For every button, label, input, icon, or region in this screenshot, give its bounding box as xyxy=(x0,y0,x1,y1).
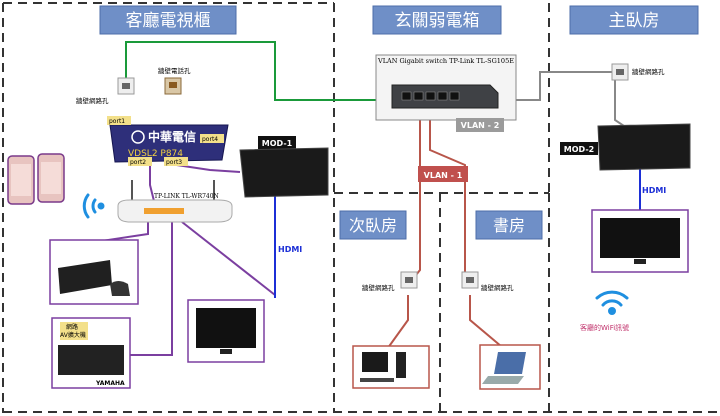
port4-label: port4 xyxy=(202,136,218,143)
zone-title-entrance: 玄關弱電箱 xyxy=(395,11,480,31)
mod2-device xyxy=(597,123,691,171)
wall-outlet-label-study: 牆壁網路孔 xyxy=(481,283,514,292)
mod1-label: MOD-1 xyxy=(262,139,293,148)
vlan2-label: VLAN - 2 xyxy=(461,121,500,130)
port4-tag xyxy=(200,134,224,143)
switch-model-label: VLAN Gigabit switch TP-Link TL-SG105E xyxy=(377,57,514,65)
laptop-device xyxy=(479,344,541,390)
yamaha-label: YAMAHA xyxy=(95,380,125,387)
wifi-icon xyxy=(82,193,105,219)
port2-label: port2 xyxy=(130,159,146,166)
wall-outlet-icon xyxy=(461,271,479,289)
game-console-device xyxy=(49,239,139,305)
wall-outlet-icon xyxy=(117,77,135,95)
desktop-computer-device xyxy=(352,345,430,389)
mod1-device xyxy=(239,147,329,198)
router-device xyxy=(117,180,233,223)
zone-title-bg-entrance xyxy=(372,5,502,35)
port1-label: port1 xyxy=(109,118,125,125)
port3-label: port3 xyxy=(166,159,182,166)
purple-link-ps3 xyxy=(94,222,149,243)
modem-brand: 中華電信 xyxy=(148,129,196,144)
vlan1-badge xyxy=(418,166,468,182)
wall-phone-label: 牆壁電話孔 xyxy=(158,66,191,75)
wifi-icon xyxy=(595,290,629,315)
wall-outlet-label-living: 牆壁網路孔 xyxy=(76,96,109,105)
mod1-badge xyxy=(258,136,296,149)
red-link-second-room xyxy=(407,105,421,286)
wall-outlet-label-master: 牆壁網路孔 xyxy=(632,67,665,76)
green-link xyxy=(125,41,405,101)
zone-title-living: 客廳電視櫃 xyxy=(126,11,211,31)
hdmi-label-living: HDMI xyxy=(278,245,302,254)
zone-title-bg-master xyxy=(569,5,699,35)
vlan1-label: VLAN - 1 xyxy=(424,171,463,180)
tv-living xyxy=(187,299,265,363)
zone-title-bg-living xyxy=(99,5,237,35)
zone-title-master: 主臥房 xyxy=(609,11,660,31)
tv-master xyxy=(591,209,689,273)
port3-tag xyxy=(164,157,188,166)
port1-tag xyxy=(107,116,131,125)
wall-outlet-icon xyxy=(611,63,629,81)
smartphone-icon xyxy=(7,153,65,205)
zone-title-bg-study xyxy=(475,210,543,240)
wall-outlet-label-second: 牆壁網路孔 xyxy=(362,283,395,292)
zone-title-study: 書房 xyxy=(493,216,525,235)
wall-outlet-icon xyxy=(400,271,418,289)
mod2-badge xyxy=(560,142,598,155)
port2-tag xyxy=(128,157,152,166)
wifi-note-label: 客廳的WiFi訊號 xyxy=(580,323,629,332)
modem-device: 中華電信 VDSL2 P874 xyxy=(109,124,229,163)
vlan-switch: VLAN Gigabit switch TP-Link TL-SG105E xyxy=(375,54,517,121)
purple-link-av xyxy=(130,222,173,356)
hdmi-label-master: HDMI xyxy=(642,186,666,195)
gray-link-master-tv xyxy=(614,80,631,131)
av-amp-label-line: AV擴大機 xyxy=(60,331,86,339)
mod2-label: MOD-2 xyxy=(564,145,594,154)
red-link-laptop xyxy=(469,295,509,353)
purple-link-tv xyxy=(181,221,276,296)
av-amp-label: 網路 AV擴大機 xyxy=(60,323,86,339)
zone-title-second: 次臥房 xyxy=(349,216,397,235)
zone-title-bg-second xyxy=(339,210,407,240)
av-amp-label-line: 網路 xyxy=(66,323,78,331)
router-model-label: TP-LINK TL-WR740N xyxy=(154,193,219,200)
purple-link-modem-router xyxy=(149,163,156,206)
red-link-study xyxy=(429,105,466,285)
wall-phone-icon xyxy=(164,77,182,95)
av-amplifier-device xyxy=(51,317,131,389)
modem-model: VDSL2 P874 xyxy=(128,149,183,159)
red-link-desktop xyxy=(384,295,409,353)
vlan2-badge xyxy=(456,118,504,132)
